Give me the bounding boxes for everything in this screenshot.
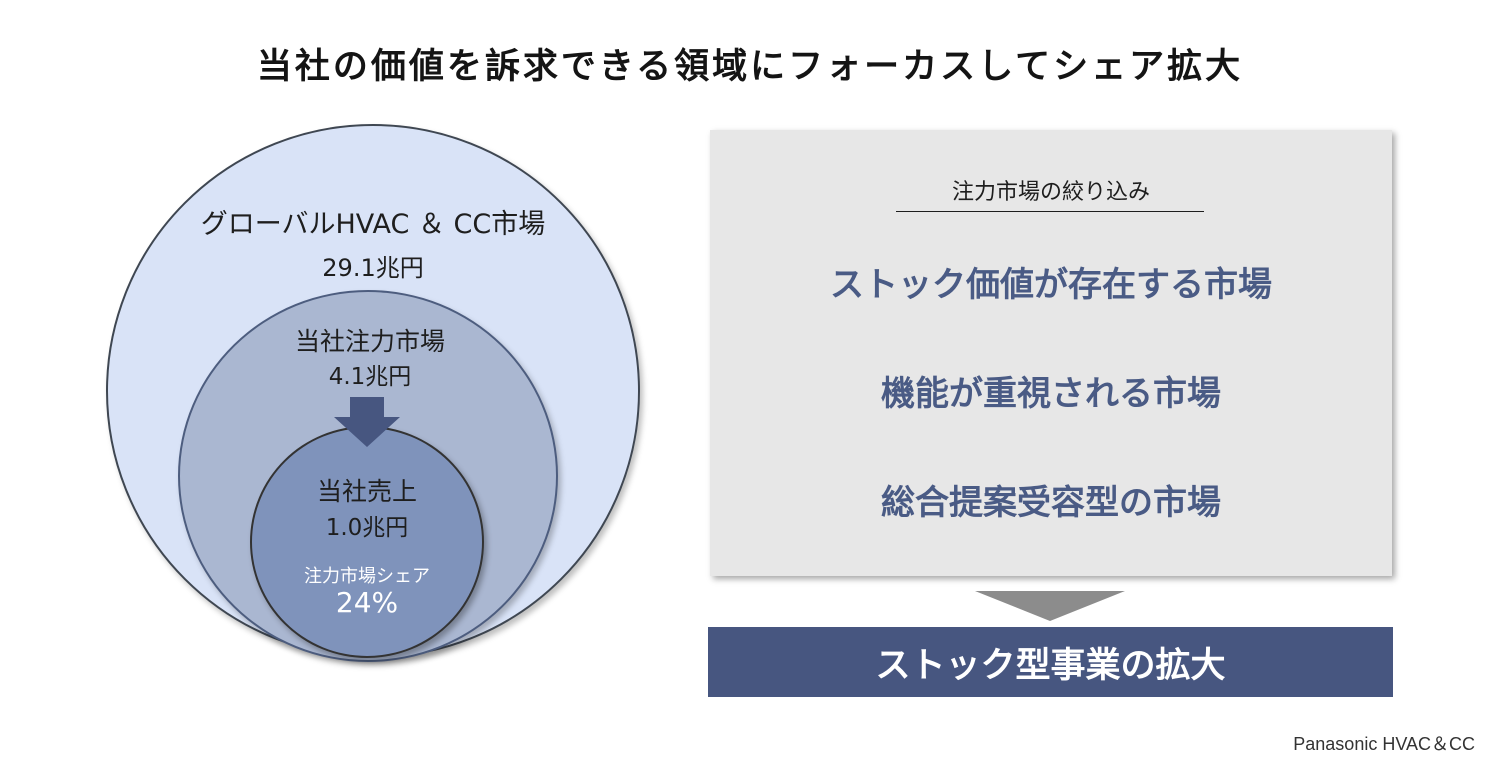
company-sales-label: 当社売上 — [316, 477, 417, 506]
result-banner: ストック型事業の拡大 — [708, 627, 1393, 697]
company-sales-value: 1.0兆円 — [325, 515, 409, 541]
heading-divider — [896, 211, 1204, 212]
criteria-item: 総合提案受容型の市場 — [881, 483, 1221, 523]
triangle-down-icon — [975, 591, 1125, 621]
company-logo-text: Panasonic HVAC＆CC — [1293, 734, 1475, 754]
focus-market-label: 当社注力市場 — [294, 327, 445, 356]
panel-heading: 注力市場の絞り込み — [951, 180, 1150, 205]
global-market-value: 29.1兆円 — [322, 254, 424, 282]
criteria-item: ストック価値が存在する市場 — [830, 265, 1272, 305]
focus-market-value: 4.1兆円 — [328, 364, 412, 390]
page-title: 当社の価値を訴求できる領域にフォーカスしてシェア拡大 — [256, 47, 1244, 87]
down-arrow-icon — [334, 397, 400, 447]
global-market-label: グローバルHVAC ＆ CC市場 — [200, 209, 546, 240]
market-share-value: 24% — [335, 586, 399, 619]
result-text: ストック型事業の拡大 — [875, 645, 1226, 686]
company-sales-circle — [250, 426, 484, 658]
criteria-item: 機能が重視される市場 — [881, 374, 1221, 414]
focus-criteria-panel: 注力市場の絞り込み ストック価値が存在する市場 機能が重視される市場 総合提案受… — [710, 130, 1392, 576]
market-share-label: 注力市場シェア — [304, 566, 430, 587]
